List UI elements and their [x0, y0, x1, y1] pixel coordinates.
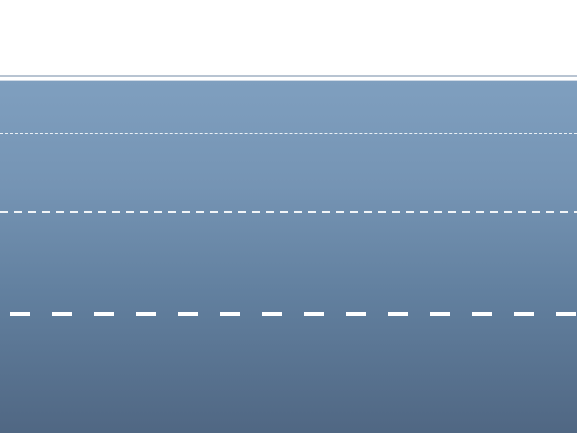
thin-dashed-line: [0, 133, 577, 134]
gradient-panel: [0, 80, 577, 433]
thick-dashed-line: [0, 312, 577, 316]
medium-dashed-line: [0, 211, 577, 213]
top-divider: [0, 75, 577, 77]
